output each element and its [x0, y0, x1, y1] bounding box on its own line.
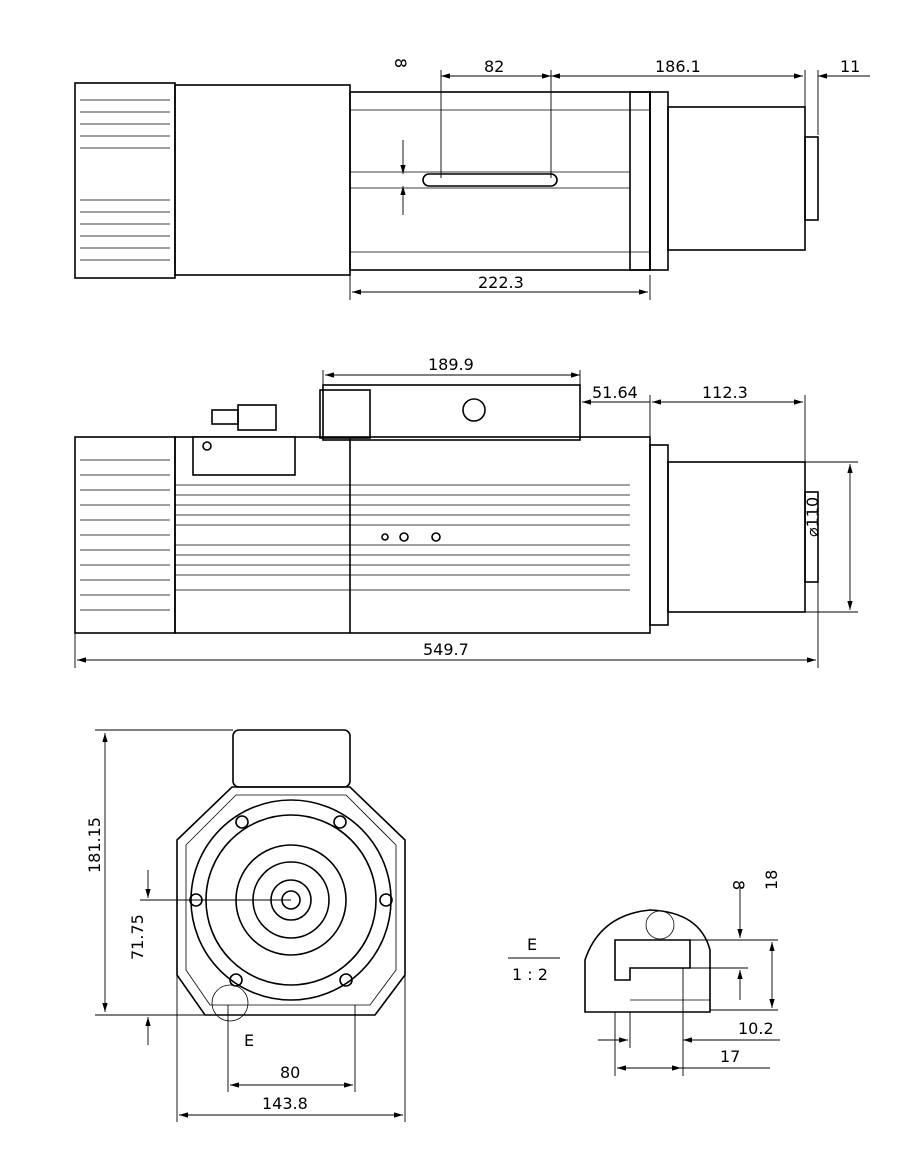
- dim-nose-length: 112.3: [702, 383, 748, 402]
- dim-connector-offset: 51.64: [592, 383, 638, 402]
- dim-slot-length: 82: [484, 57, 504, 76]
- side-view: 189.9 51.64 112.3 ⌀110 549.7: [74, 355, 858, 668]
- dim-body-length: 222.3: [478, 273, 524, 292]
- dim-nose-diameter: ⌀110: [803, 497, 822, 537]
- detail-dim-slot-depth: 18: [762, 870, 781, 890]
- dim-axis-height: 71.75: [128, 914, 147, 960]
- dim-nose-length: 11: [840, 57, 860, 76]
- detail-dim-slot-width: 8: [729, 880, 748, 890]
- detail-marker: E: [244, 1031, 254, 1050]
- front-view: 181.15 71.75 E 80 143.8: [85, 729, 406, 1122]
- dim-slot-to-end: 186.1: [655, 57, 701, 76]
- dim-foot-spacing: 80: [280, 1063, 300, 1082]
- dim-width: 143.8: [262, 1094, 308, 1113]
- detail-dim-a: 10.2: [738, 1019, 774, 1038]
- detail-dim-b: 17: [720, 1047, 740, 1066]
- dim-connector-length: 189.9: [428, 355, 474, 374]
- dim-total-length: 549.7: [423, 640, 469, 659]
- top-view: 8 82 186.1 11 222.3: [74, 57, 870, 300]
- detail-scale: 1 : 2: [512, 965, 548, 984]
- dim-height: 181.15: [85, 817, 104, 873]
- detail-label: E: [527, 935, 537, 954]
- dim-slot-width: 8: [391, 58, 410, 68]
- detail-view: E 1 : 2 8 18 10.2 17: [508, 870, 781, 1076]
